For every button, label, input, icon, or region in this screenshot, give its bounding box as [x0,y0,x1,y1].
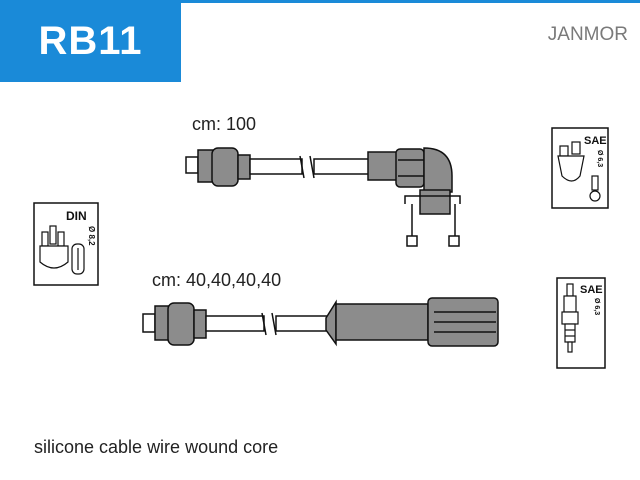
bottom-cable-length: cm: 40,40,40,40 [152,270,282,290]
sae-top-diameter-label: Ø 6,3 [596,150,603,167]
top-cable [185,147,461,247]
distributor-cap-icon [39,225,85,275]
din-diameter-label: Ø 8,2 [87,226,96,246]
sae-bottom-standard-label: SAE [580,284,603,296]
top-cable-length: cm: 100 [192,114,257,134]
din-connector-box: DIN Ø 8,2 [33,202,99,286]
spark-plug-icon [561,283,579,353]
cable-description: silicone cable wire wound core [34,437,279,457]
sae-top-standard-label: SAE [584,135,607,147]
sae-bottom-diameter-label: Ø 6,3 [593,298,600,315]
sae-top-connector-box: SAE Ø 6,3 [551,127,609,209]
header-rule [0,0,640,3]
sae-bottom-connector-box: SAE Ø 6,3 [556,277,606,369]
distributor-cap-icon [557,141,601,202]
bottom-cable [142,297,499,347]
part-code: RB11 [0,0,181,82]
brand-name: JANMOR [547,24,628,45]
din-standard-label: DIN [66,209,87,223]
